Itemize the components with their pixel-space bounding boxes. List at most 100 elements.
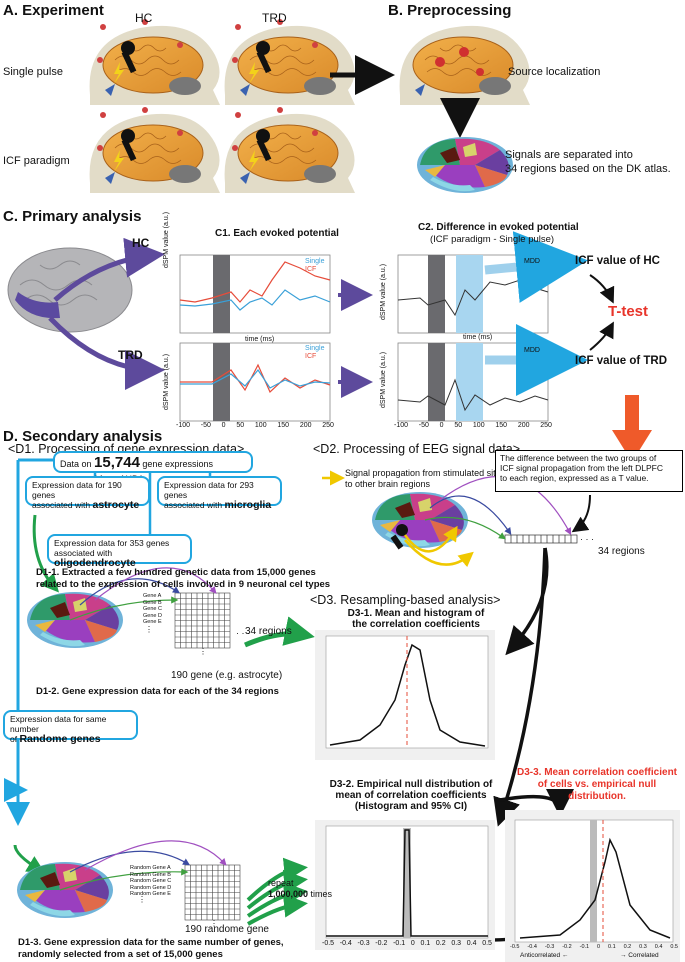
random-genes-label: Randome genes — [19, 733, 101, 745]
d11-l1: D1-1. Extracted a few hundred genetic da… — [36, 567, 316, 578]
col-hc: HC — [135, 11, 153, 25]
hist-d31 — [315, 630, 495, 760]
tick-label: -0.3 — [544, 944, 555, 950]
legend-diff-trd: MDD — [524, 347, 540, 354]
tick-label: -0.5 — [510, 944, 520, 950]
legend-diff-hc: MDD — [524, 258, 540, 265]
c1-ylabel-trd: dSPM value (a.u.) — [163, 353, 170, 410]
astrocyte-label: astrocyte — [92, 499, 140, 511]
tick-label: 0.2 — [435, 940, 446, 947]
section-b-title: B. Preprocessing — [388, 2, 512, 19]
tick-label: 200 — [517, 422, 530, 429]
c1-ylabel-hc: dSPM value (a.u.) — [163, 211, 170, 268]
tick-label: 50 — [454, 422, 463, 429]
tick-label: -0.2 — [562, 944, 572, 950]
label-hc: HC — [132, 236, 150, 250]
tick-label: -0.3 — [357, 940, 370, 947]
section-a-title: A. Experiment — [3, 2, 104, 19]
section-d-title: D. Secondary analysis — [3, 428, 163, 445]
legend-icf-trd: ICF — [305, 353, 317, 360]
plot-c2-trd — [397, 342, 549, 422]
signals-l2: 34 regions based on the DK atlas. — [505, 163, 671, 175]
regions-34-d1: 34 regions — [245, 626, 292, 637]
tick-label: 100 — [472, 422, 485, 429]
legend-icf-hc: ICF — [305, 266, 317, 273]
tick-label: 0.1 — [420, 940, 431, 947]
d12: D1-2. Gene expression data for each of t… — [36, 686, 279, 697]
micro-box: Expression data for 293 genes associated… — [157, 476, 282, 510]
head-trd-icf — [224, 113, 356, 194]
gene-grid — [174, 592, 231, 649]
c2-xlabel: time (ms) — [463, 334, 493, 341]
tick-label: 250 — [322, 422, 334, 429]
tick-label: 0 — [597, 944, 601, 950]
arrow-to-hc — [53, 237, 165, 302]
tick-label: 0.3 — [639, 944, 647, 950]
brain-d1 — [27, 592, 123, 648]
brain-d2 — [372, 492, 468, 548]
gene-label: Gene A — [143, 593, 162, 599]
gene-label: Gene B — [143, 599, 162, 606]
col-trd: TRD — [262, 11, 287, 25]
d32-l3: (Histogram and 95% CI) — [354, 801, 468, 812]
d13-l1: D1-3. Gene expression data for the same … — [18, 937, 284, 948]
hist-d33 — [505, 810, 680, 962]
repeat-label: repeat — [268, 878, 294, 888]
aheba-box: Data on 15,744 gene expressions extracte… — [53, 451, 253, 484]
c2-title: C2. Difference in evoked potential — [418, 222, 579, 233]
randome190: 190 randome gene — [185, 924, 269, 935]
regions-34-d2: 34 regions — [598, 546, 645, 557]
gene-label: Gene C — [143, 606, 162, 612]
d32-l1: D3-2. Empirical null distribution of — [329, 779, 493, 790]
tick-label: 50 — [236, 422, 245, 429]
d11-l2: related to the expression of cells invol… — [36, 579, 331, 590]
gene-label: Gene D — [143, 612, 162, 619]
random-gene-label: Random Gene A — [130, 865, 171, 871]
tick-label: -0.1 — [393, 940, 406, 947]
tick-label: -0.1 — [579, 944, 590, 950]
gene-label: Gene E — [143, 619, 162, 625]
tick-label: 0 — [410, 940, 415, 947]
c1-xlabel: time (ms) — [245, 336, 275, 343]
tick-label: 150 — [495, 422, 508, 429]
d3-title: <D3. Resampling-based analysis> — [310, 593, 501, 607]
plot-c1-trd — [179, 342, 331, 422]
propagation-l2: to other brain regions — [345, 479, 431, 489]
c2-ylabel-trd: dSPM value (a.u.) — [380, 351, 387, 408]
icf-hc: ICF value of HC — [575, 255, 660, 267]
tick-label: 200 — [299, 422, 312, 429]
tick-label: 0.4 — [654, 944, 663, 950]
tick-label: 0.3 — [451, 940, 462, 947]
aheba-count: 15,744 — [94, 454, 140, 471]
d31-l2: the correlation coefficients — [352, 619, 480, 630]
d32-l2: mean of correlation coefficients — [335, 790, 487, 801]
d33-l1: D3-3. Mean correlation coefficient — [516, 767, 678, 778]
orange-arrow — [612, 395, 652, 462]
tick-label: 250 — [540, 422, 552, 429]
tick-label: -100 — [176, 422, 191, 429]
row-single: Single pulse — [3, 66, 63, 78]
head-trd-single — [224, 25, 356, 106]
oligo-box: Expression data for 353 genes associated… — [47, 534, 192, 568]
tick-label: 100 — [254, 422, 267, 429]
random-gene-label: Random Gene C — [130, 878, 172, 884]
brain-d13 — [17, 862, 113, 918]
section-c-title: C. Primary analysis — [3, 208, 142, 225]
label-trd: TRD — [118, 348, 143, 362]
astro-box: Expression data for 190 genes associated… — [25, 476, 150, 510]
diff-box: The difference between the two groups of… — [495, 450, 683, 492]
random-grid — [184, 864, 241, 921]
tick-label: -50 — [200, 422, 211, 429]
region-row — [504, 534, 578, 544]
arrow-to-trd — [48, 316, 165, 390]
random-gene-label: Random Gene D — [130, 884, 172, 891]
correlated: → Correlated — [620, 952, 659, 959]
tick-label: 0 — [221, 422, 226, 429]
d31-l1: D3-1. Mean and histogram of — [347, 608, 485, 619]
